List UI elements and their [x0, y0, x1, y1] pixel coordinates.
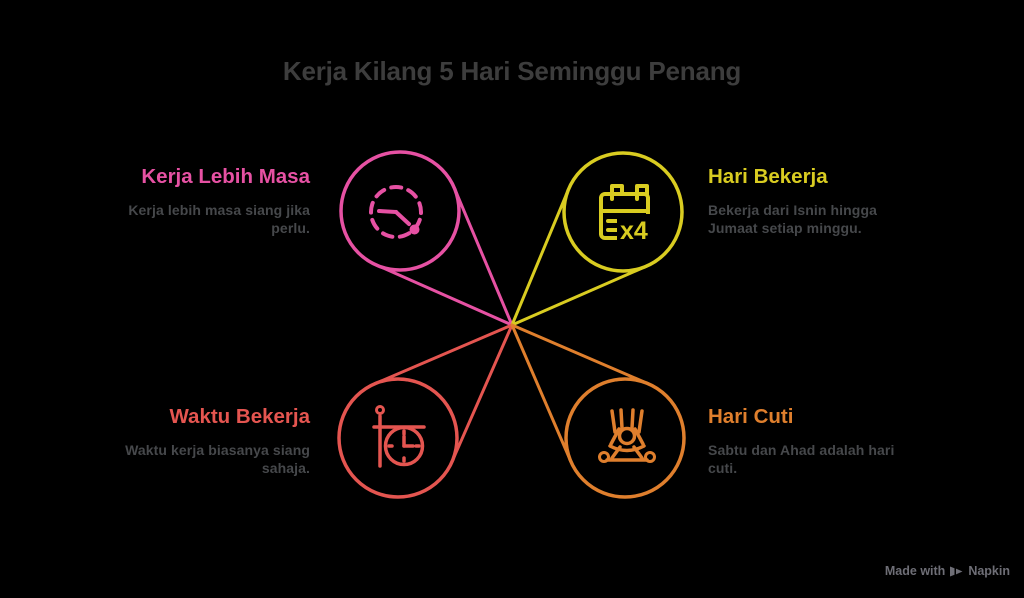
node-text-hari-bekerja: Hari Bekerja Bekerja dari Isnin hingga J… — [708, 165, 908, 238]
napkin-logo-icon — [950, 566, 963, 576]
connector-line — [452, 186, 514, 327]
connector-line — [510, 323, 573, 463]
connector-line — [374, 263, 514, 327]
node-circle — [339, 150, 461, 272]
node-hari-bekerja-shape: x4 — [510, 151, 684, 327]
node-description: Kerja lebih masa siang jika perlu. — [128, 201, 310, 237]
node-hari-cuti-shape — [510, 323, 686, 499]
node-label: Waktu Bekerja — [169, 405, 310, 428]
node-label: Hari Cuti — [708, 405, 794, 428]
page-title: Kerja Kilang 5 Hari Seminggu Penang — [282, 56, 742, 86]
calendar-x4-icon: x4 — [599, 184, 655, 245]
node-circle — [564, 377, 686, 499]
watermark-made-with-text: Made with — [884, 564, 946, 578]
watermark: Made with Napkin — [885, 564, 1010, 578]
node-waktu-bekerja-shape — [337, 323, 514, 499]
node-circle — [337, 377, 459, 499]
connector-line — [373, 323, 514, 386]
node-text-hari-cuti: Hari Cuti Sabtu dan Ahad adalah hari cut… — [708, 405, 908, 478]
connector-line — [510, 187, 570, 327]
node-kerja-lebih-masa-shape — [339, 150, 514, 327]
watermark-brand-text: Napkin — [968, 564, 1010, 578]
node-label: Hari Bekerja — [708, 165, 828, 188]
connector-line — [510, 323, 650, 386]
node-description: Bekerja dari Isnin hingga Jumaat setiap … — [708, 201, 877, 237]
node-circle — [562, 151, 684, 273]
node-description: Waktu kerja biasanya siang sahaja. — [125, 441, 310, 477]
node-text-kerja-lebih-masa: Kerja Lebih Masa Kerja lebih masa siang … — [110, 165, 310, 238]
node-text-waktu-bekerja: Waktu Bekerja Waktu kerja biasanya siang… — [110, 405, 310, 478]
node-description: Sabtu dan Ahad adalah hari cuti. — [708, 441, 895, 477]
connector-line — [510, 264, 649, 327]
hanging-clock-icon — [372, 405, 426, 468]
hammock-rest-icon — [598, 408, 656, 463]
calendar-multiplier-text: x4 — [620, 217, 648, 245]
node-label: Kerja Lebih Masa — [141, 165, 310, 188]
connector-line — [450, 323, 514, 464]
overtime-clock-icon — [369, 185, 423, 239]
